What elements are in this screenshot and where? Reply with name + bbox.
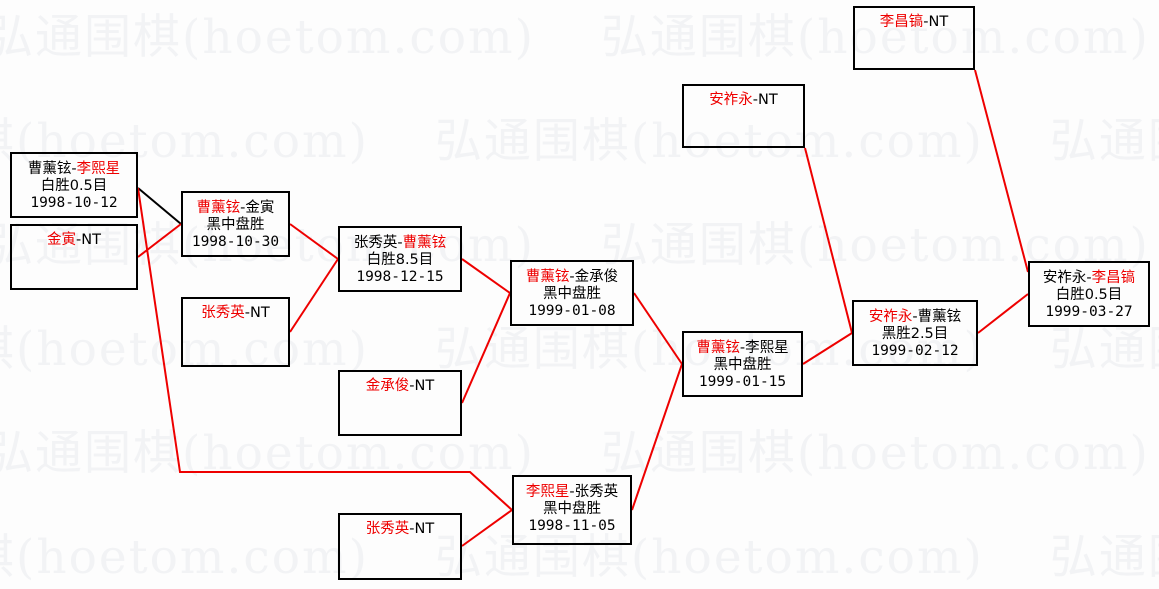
- player-left: 张秀英: [201, 305, 245, 321]
- player-separator: -: [912, 309, 918, 325]
- player-right: NT: [928, 14, 949, 30]
- player-right: 张秀英: [574, 484, 619, 500]
- player-left: 曹薰铉: [525, 269, 570, 285]
- node-players: 曹薰铉-金承俊: [512, 262, 632, 286]
- player-right: NT: [414, 378, 435, 394]
- player-left: 金承俊: [365, 378, 410, 394]
- player-left: 曹薰铉: [196, 200, 241, 216]
- player-left: 曹薰铉: [696, 340, 740, 356]
- node-result: 黑中盘胜: [543, 286, 601, 303]
- player-separator: -: [569, 269, 575, 285]
- player-separator: -: [76, 232, 82, 248]
- player-separator: -: [569, 484, 575, 500]
- node-result: 黑中盘胜: [206, 217, 265, 234]
- node-date: 1998-10-30: [191, 234, 280, 251]
- player-left: 张秀英: [353, 235, 398, 251]
- player-left: 安祚永: [1042, 270, 1087, 286]
- seed-node[interactable]: 金承俊-NT: [338, 370, 462, 436]
- connector-c-cho-lee2-to-an-cho: [802, 332, 853, 365]
- player-right: 金寅: [245, 200, 275, 216]
- player-right: 金承俊: [574, 269, 619, 285]
- connector-c-lee-zhang-to-cho-lee2: [631, 363, 683, 511]
- player-right: NT: [250, 305, 270, 321]
- watermark-text: 弘通围棋(hoetom.com)弘通围棋(hoetom.com)弘通围棋(hoe…: [0, 114, 1159, 169]
- player-right: 曹薰铉: [917, 309, 962, 325]
- connector-c-zhang-cho-to-cho-kim: [461, 258, 511, 294]
- node-players: 金承俊-NT: [340, 372, 460, 395]
- player-right: NT: [414, 521, 435, 537]
- node-result: 白胜8.5目: [366, 252, 434, 269]
- connector-c-zhang2-to-lee-zhang: [461, 509, 513, 547]
- player-left: 张秀英: [365, 521, 410, 537]
- player-separator: -: [752, 92, 758, 108]
- node-players: 李昌镐-NT: [855, 8, 973, 31]
- node-players: 安祚永-李昌镐: [1030, 263, 1148, 287]
- node-players: 金寅-NT: [12, 226, 136, 249]
- seed-node[interactable]: 张秀英-NT: [338, 513, 462, 580]
- player-right: 李熙星: [76, 161, 121, 177]
- node-result: 黑中盘胜: [543, 501, 601, 518]
- player-right: NT: [758, 92, 778, 108]
- watermark-text: 弘通围棋(hoetom.com)弘通围棋(hoetom.com)弘通围棋(hoe…: [0, 10, 1150, 65]
- player-separator: -: [1086, 270, 1092, 286]
- seed-node[interactable]: 李昌镐-NT: [853, 6, 975, 70]
- node-players: 李熙星-张秀英: [514, 477, 630, 501]
- seed-node[interactable]: 金寅-NT: [10, 224, 138, 290]
- player-right: 曹薰铉: [402, 235, 447, 251]
- connector-c-leechang-to-final: [974, 69, 1029, 273]
- node-result: 黑中盘胜: [713, 357, 772, 374]
- player-left: 李昌镐: [879, 14, 924, 30]
- node-date: 1998-10-12: [30, 195, 118, 212]
- node-players: 张秀英-NT: [183, 299, 288, 322]
- node-players: 张秀英-曹薰铉: [340, 228, 460, 252]
- player-left: 安祚永: [709, 92, 753, 108]
- node-date: 1999-01-08: [528, 303, 616, 320]
- node-result: 黑胜2.5目: [881, 326, 949, 343]
- node-date: 1999-02-12: [871, 343, 959, 360]
- connector-c-cho-kim-to-cho-lee2: [633, 292, 683, 365]
- node-players: 曹薰铉-金寅: [183, 193, 288, 217]
- seed-node[interactable]: 张秀英-NT: [181, 297, 290, 367]
- connector-c-kimin-to-cho-kimin: [137, 223, 182, 258]
- player-right: 李熙星: [745, 340, 789, 356]
- connector-c-kimseung-to-cho-kim: [461, 292, 511, 404]
- player-separator: -: [923, 14, 929, 30]
- node-date: 1999-01-15: [698, 374, 787, 391]
- player-right: 李昌镐: [1091, 270, 1136, 286]
- connector-c-an-cho-to-final: [977, 293, 1029, 334]
- player-separator: -: [739, 340, 746, 356]
- node-players: 安祚永-曹薰铉: [854, 302, 976, 326]
- watermark-text: 弘通围棋(hoetom.com)弘通围棋(hoetom.com)弘通围棋(hoe…: [0, 322, 1159, 377]
- player-right: NT: [81, 232, 101, 248]
- player-left: 李熙星: [525, 484, 570, 500]
- connector-c-ancho-to-an-cho: [804, 147, 853, 334]
- player-left: 安祚永: [868, 309, 913, 325]
- player-separator: -: [71, 161, 77, 177]
- connector-c-cho-kimin-to-zhang-cho: [289, 223, 339, 260]
- node-result: 白胜0.5目: [40, 178, 108, 195]
- connector-c-zhang1-to-zhang-cho: [289, 258, 339, 333]
- watermark-text: 弘通围棋(hoetom.com)弘通围棋(hoetom.com)弘通围棋(hoe…: [0, 426, 1150, 481]
- node-date: 1999-03-27: [1045, 304, 1133, 321]
- node-result: 白胜0.5目: [1055, 287, 1123, 304]
- seed-node[interactable]: 安祚永-NT: [682, 84, 805, 148]
- node-date: 1998-11-05: [528, 518, 616, 535]
- node-players: 张秀英-NT: [340, 515, 460, 538]
- player-separator: -: [409, 521, 415, 537]
- node-players: 安祚永-NT: [684, 86, 803, 109]
- node-players: 曹薰铉-李熙星: [684, 333, 801, 357]
- connector-c-cho-lee-to-cho-kimin: [137, 187, 182, 225]
- node-date: 1998-12-15: [356, 269, 444, 286]
- player-left: 曹薰铉: [27, 161, 72, 177]
- player-left: 金寅: [47, 232, 77, 248]
- node-players: 曹薰铉-李熙星: [12, 154, 136, 178]
